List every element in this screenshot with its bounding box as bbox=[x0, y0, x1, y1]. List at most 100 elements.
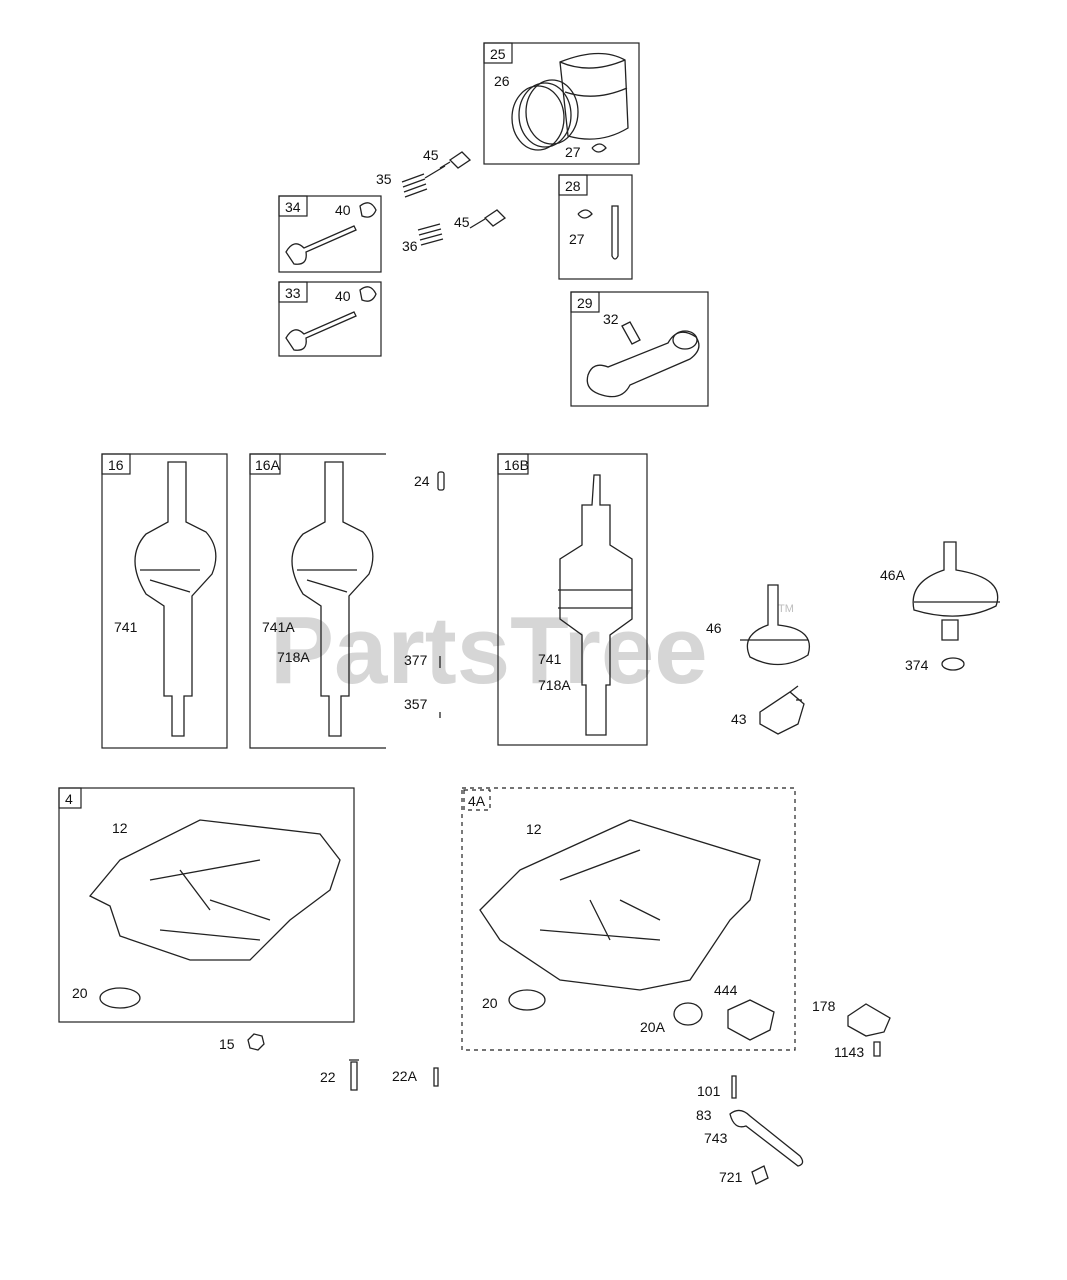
conrod-29-group: 29 32 bbox=[570, 291, 709, 407]
box-25-frame bbox=[483, 42, 640, 165]
box-4a-number: 4A bbox=[468, 793, 486, 809]
label-35: 35 bbox=[376, 171, 392, 187]
label-178: 178 bbox=[812, 998, 836, 1014]
label-20-b: 20 bbox=[482, 995, 498, 1011]
label-741a: 741A bbox=[262, 619, 295, 635]
valve-retainer-icon bbox=[424, 151, 472, 179]
label-40-b: 40 bbox=[335, 288, 351, 304]
label-22: 22 bbox=[320, 1069, 336, 1085]
box-4-frame bbox=[58, 787, 355, 1023]
seal-20-icon bbox=[99, 987, 141, 1009]
piston-ring-icon bbox=[511, 85, 565, 151]
label-101: 101 bbox=[697, 1083, 721, 1099]
label-83: 83 bbox=[696, 1107, 712, 1123]
box-29-tag bbox=[570, 291, 600, 313]
crankshaft-16a-icon bbox=[291, 461, 374, 737]
piston-ring-icon-2 bbox=[518, 82, 572, 148]
box-4-tag bbox=[58, 787, 82, 809]
label-1143: 1143 bbox=[834, 1044, 864, 1060]
pto-shaft-group: 101 83 743 721 bbox=[696, 1075, 804, 1185]
washer-374-icon bbox=[941, 657, 965, 671]
valve-keeper-40-icon bbox=[359, 202, 377, 218]
valve-spring-group: 45 35 45 36 bbox=[376, 147, 507, 254]
label-46a: 46A bbox=[880, 567, 906, 583]
cover-178-icon bbox=[847, 1003, 891, 1037]
box-28-frame bbox=[558, 174, 633, 280]
piston-group: 25 26 27 bbox=[483, 42, 640, 165]
label-377: 377 bbox=[404, 652, 428, 668]
label-26: 26 bbox=[494, 73, 510, 89]
governor-43-icon bbox=[759, 685, 805, 735]
label-743: 743 bbox=[704, 1130, 728, 1146]
box-4a-tag bbox=[463, 789, 491, 811]
bolts-group: 15 22 22A bbox=[219, 1033, 439, 1091]
box-34-number: 34 bbox=[285, 199, 301, 215]
box-16a-frame bbox=[249, 453, 386, 749]
label-444: 444 bbox=[714, 982, 738, 998]
label-20: 20 bbox=[72, 985, 88, 1001]
box-16-tag bbox=[101, 453, 131, 475]
valve-keeper-40-icon-2 bbox=[359, 286, 377, 302]
valve-retainer-icon-2 bbox=[469, 209, 507, 229]
spring-35-icon bbox=[401, 173, 428, 198]
sump-4a-group: 4A 12 20 444 20A bbox=[461, 787, 796, 1051]
camshaft-46a-icon bbox=[912, 541, 1000, 641]
piston-pin-icon bbox=[611, 205, 619, 260]
box-29-frame bbox=[570, 291, 709, 407]
nut-15-icon bbox=[247, 1033, 265, 1051]
label-12: 12 bbox=[112, 820, 128, 836]
pin-101-icon bbox=[731, 1075, 737, 1099]
label-374: 374 bbox=[905, 657, 929, 673]
label-20a: 20A bbox=[640, 1019, 666, 1035]
box-28-tag bbox=[558, 174, 588, 196]
bolt-1143-icon bbox=[873, 1041, 881, 1057]
label-721: 721 bbox=[719, 1169, 743, 1185]
box-33-tag bbox=[278, 281, 308, 303]
label-741-b: 741 bbox=[538, 651, 562, 667]
label-36: 36 bbox=[402, 238, 418, 254]
crankshaft-16-group: 16 741 bbox=[101, 453, 228, 749]
box-34-tag bbox=[278, 195, 308, 217]
label-40: 40 bbox=[335, 202, 351, 218]
box-16b-number: 16B bbox=[504, 457, 529, 473]
label-43: 43 bbox=[731, 711, 747, 727]
crankshaft-16b-icon bbox=[558, 474, 633, 736]
label-46: 46 bbox=[706, 620, 722, 636]
piston-icon bbox=[559, 52, 629, 140]
sump-4-icon bbox=[88, 819, 341, 961]
box-25-number: 25 bbox=[490, 46, 506, 62]
sump-4-group: 4 12 20 bbox=[58, 787, 355, 1023]
box-4-number: 4 bbox=[65, 791, 73, 807]
piston-ring-icon-3 bbox=[525, 79, 579, 145]
camshaft-46-icon bbox=[740, 584, 810, 666]
label-45: 45 bbox=[423, 147, 439, 163]
key-24-icon bbox=[437, 471, 445, 491]
crankshaft-16a-group: 16A 741A 718A bbox=[249, 453, 386, 749]
box-4a-frame bbox=[461, 787, 796, 1051]
seal-20a-icon bbox=[673, 1002, 703, 1026]
label-357: 357 bbox=[404, 696, 428, 712]
label-32: 32 bbox=[603, 311, 619, 327]
box-28-number: 28 bbox=[565, 178, 581, 194]
label-718a: 718A bbox=[277, 649, 310, 665]
label-24: 24 bbox=[414, 473, 430, 489]
spring-36-icon bbox=[417, 223, 444, 246]
label-45-b: 45 bbox=[454, 214, 470, 230]
valve-34-icon bbox=[285, 225, 357, 265]
small-parts-group: 24 377 357 bbox=[404, 471, 445, 718]
label-741: 741 bbox=[114, 619, 138, 635]
crankshaft-16-icon bbox=[134, 461, 217, 737]
label-15: 15 bbox=[219, 1036, 235, 1052]
conrod-bolt-32-icon bbox=[621, 321, 641, 345]
sump-4a-icon bbox=[479, 819, 761, 991]
bolt-22a-icon bbox=[433, 1067, 439, 1087]
cover-178-group: 178 1143 bbox=[812, 998, 891, 1060]
box-16a-number: 16A bbox=[255, 457, 281, 473]
camshaft-group: 46 46A 374 43 bbox=[706, 541, 1000, 735]
box-16-number: 16 bbox=[108, 457, 124, 473]
watermark: PartsTree bbox=[270, 597, 708, 704]
box-25-tag bbox=[483, 42, 513, 64]
box-33-frame bbox=[278, 281, 382, 357]
valve-34-group: 34 40 bbox=[278, 195, 382, 273]
